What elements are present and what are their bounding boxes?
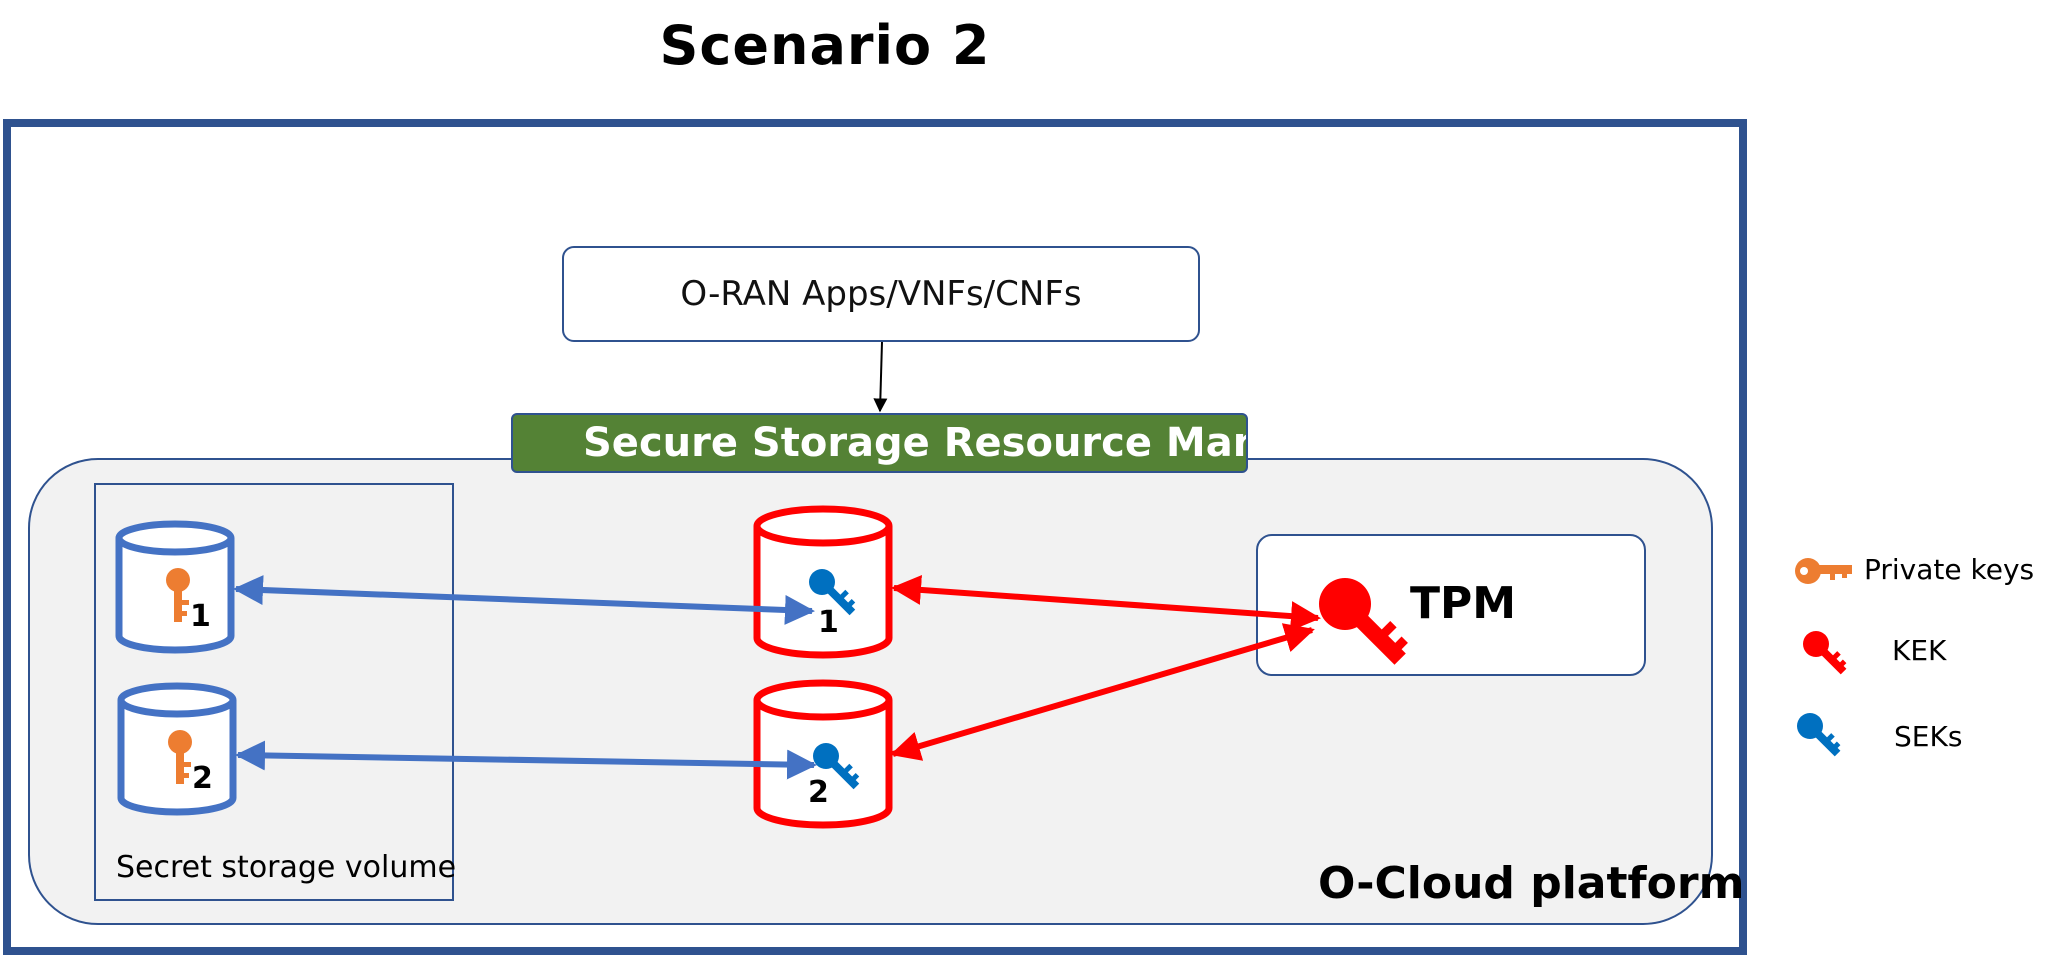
legend-sek-icon	[1797, 713, 1841, 757]
volume-1-blue-arrow	[233, 575, 815, 625]
legend-kek-label: KEK	[1892, 634, 1947, 667]
sek-2-icon	[813, 743, 860, 790]
encrypted-volume-2-number: 2	[808, 775, 829, 810]
legend-private-keys-label: Private keys	[1864, 553, 2035, 586]
secure-storage-resource-manager-box: Secure Storage Resource Mana	[511, 413, 1248, 473]
tpm-volume-2-red-arrow	[890, 623, 1315, 761]
legend-kek-icon	[1803, 631, 1847, 675]
tpm-volume-1-red-arrow	[891, 574, 1321, 632]
kek-icon	[1319, 578, 1408, 665]
oran-apps-box: O-RAN Apps/VNFs/CNFs	[562, 246, 1200, 342]
volume-2-blue-arrow	[235, 740, 817, 780]
secret-storage-volume-box	[94, 483, 454, 901]
sek-1-icon	[809, 569, 856, 616]
secure-storage-resource-manager-label: Secure Storage Resource Mana	[583, 420, 1248, 466]
secret-volume-1-number: 1	[190, 599, 211, 634]
tpm-label: TPM	[1410, 578, 1517, 629]
oran-to-ssrm-arrow	[873, 341, 888, 413]
diagram-title: Scenario 2	[659, 14, 991, 77]
legend-private-key-icon	[1795, 558, 1852, 584]
secret-storage-volume-label: Secret storage volume	[116, 850, 457, 885]
secret-volume-2-number: 2	[192, 761, 213, 796]
legend-seks-label: SEKs	[1894, 720, 1963, 753]
o-cloud-platform-label: O-Cloud platform	[1318, 858, 1745, 909]
oran-apps-label: O-RAN Apps/VNFs/CNFs	[680, 274, 1082, 314]
encrypted-volume-1-number: 1	[818, 605, 839, 640]
